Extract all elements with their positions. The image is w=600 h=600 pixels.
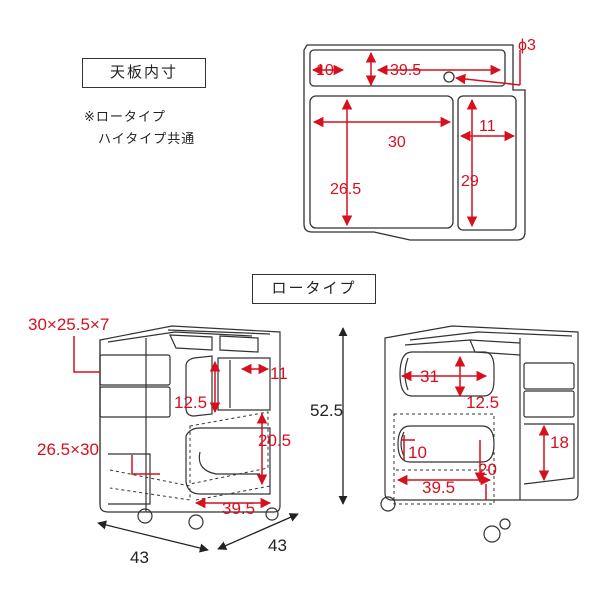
dim-width-43: 43 — [130, 548, 149, 567]
dim-back-12-5: 12.5 — [466, 393, 499, 412]
dim-top-29: 29 — [461, 173, 479, 190]
dim-depth-43: 43 — [268, 536, 287, 555]
dim-front-12-5: 12.5 — [174, 393, 207, 412]
dim-hole-phi3: ϕ3 — [518, 37, 536, 54]
front-outer-dims — [97, 327, 348, 553]
dim-drawer-30x25-5x7: 30×25.5×7 — [28, 315, 109, 334]
front-cart-hidden-lines — [109, 411, 271, 501]
low-type-title: ロータイプ — [252, 274, 376, 304]
top-plate-title: 天板内寸 — [82, 58, 206, 88]
top-plate-drawing — [303, 44, 526, 241]
dim-front-11: 11 — [270, 364, 288, 383]
dim-back-39-5: 39.5 — [422, 478, 455, 497]
dim-front-20-5: 20.5 — [258, 431, 291, 450]
dim-height-52-5: 52.5 — [310, 401, 343, 420]
dim-top-26-5: 26.5 — [330, 181, 361, 198]
back-cart-drawing — [380, 325, 579, 543]
dim-top-39-5: 39.5 — [390, 62, 421, 79]
back-cart-dims — [396, 355, 550, 500]
front-cart-dims — [73, 336, 272, 509]
dim-front-39-5: 39.5 — [222, 499, 255, 518]
note-line-2: ハイタイプ共通 — [98, 131, 196, 146]
dim-top-11: 11 — [479, 118, 496, 135]
top-plate-dims — [311, 50, 521, 228]
dim-back-20: 20 — [478, 460, 497, 479]
dim-top-30: 30 — [388, 134, 406, 151]
front-cart-drawing — [99, 325, 281, 530]
dim-tray-26-5x30: 26.5×30 — [37, 440, 99, 459]
dim-back-10: 10 — [408, 443, 427, 462]
dim-top-10: 10 — [316, 62, 334, 79]
dim-back-31: 31 — [420, 367, 439, 386]
note-line-1: ※ロータイプ — [84, 109, 166, 124]
back-cart-hidden-lines — [393, 413, 495, 505]
dim-back-18: 18 — [550, 433, 569, 452]
